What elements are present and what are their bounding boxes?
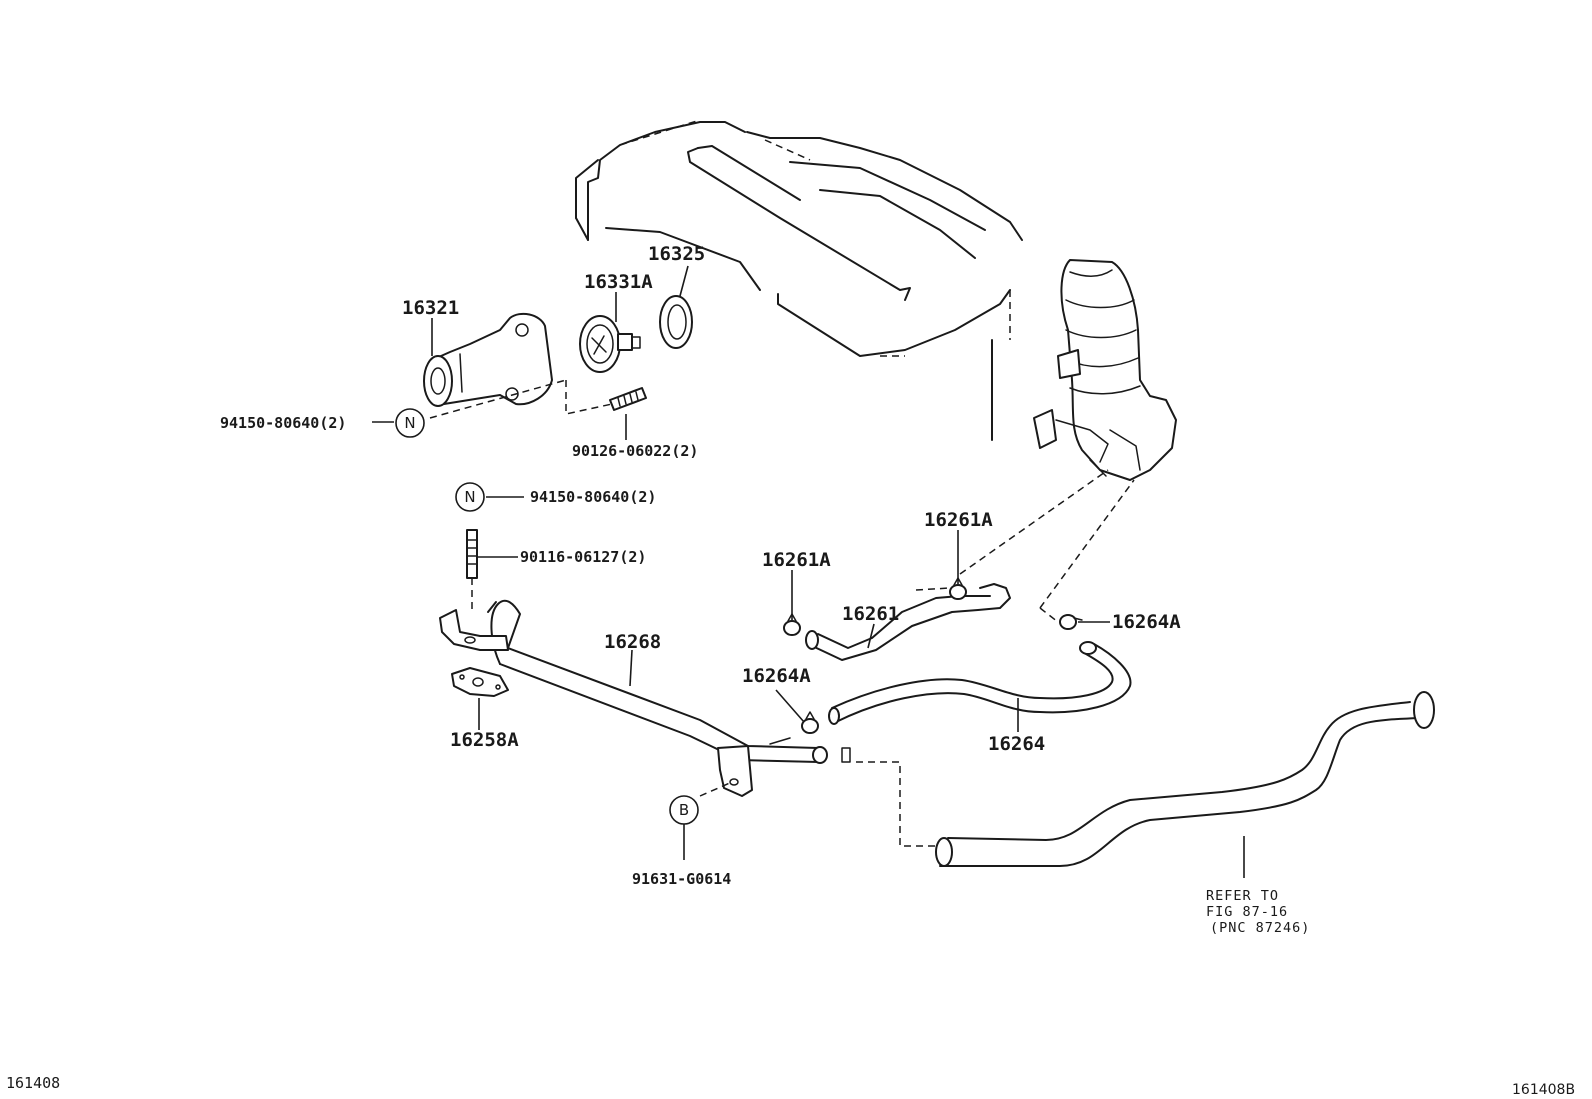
callout-n-mid: N: [455, 482, 485, 512]
gasket-16325: [659, 295, 693, 349]
callout-n-top: N: [395, 408, 425, 438]
clamp-16261A-top: [949, 577, 967, 600]
radiator-hose-ref: [935, 691, 1435, 867]
intake-throttle-body: [1033, 259, 1177, 481]
clamp-16264A-right: [1059, 614, 1083, 630]
callout-n-mid-letter: N: [464, 488, 475, 506]
reference-note: REFER TO FIG 87-16 (PNC 87246): [1206, 888, 1310, 936]
label-94150-top: 94150-80640(2): [220, 414, 346, 432]
label-16331A: 16331A: [584, 271, 653, 293]
label-94150-mid: 94150-80640(2): [530, 488, 656, 506]
label-91631: 91631-G0614: [632, 870, 731, 888]
assembly-dashed-lines: [429, 379, 1135, 847]
label-90116: 90116-06127(2): [520, 548, 646, 566]
label-16261A-top: 16261A: [924, 509, 993, 531]
label-16258A: 16258A: [450, 729, 519, 751]
label-16261A-left: 16261A: [762, 549, 831, 571]
water-pipe-16268: [439, 599, 851, 797]
label-16325: 16325: [648, 243, 705, 265]
label-16264: 16264: [988, 733, 1045, 755]
reference-note-line3: (PNC 87246): [1210, 920, 1310, 936]
label-16321: 16321: [402, 297, 459, 319]
clamp-16264A-left: [801, 711, 819, 734]
label-16264A-right: 16264A: [1112, 611, 1181, 633]
callout-n-top-letter: N: [404, 414, 415, 432]
label-90126: 90126-06022(2): [572, 442, 698, 460]
reference-note-line2: FIG 87-16: [1206, 904, 1288, 920]
thermostat-16331A: [579, 315, 641, 373]
label-16264A-left: 16264A: [742, 665, 811, 687]
stud-90116: [466, 529, 478, 579]
label-16268: 16268: [604, 631, 661, 653]
leader-lines: [372, 265, 1245, 878]
reference-note-line1: REFER TO: [1206, 888, 1279, 904]
stud-90126: [609, 387, 647, 411]
engine-block-outline: [575, 119, 1023, 441]
callout-b: B: [669, 795, 699, 825]
hose-16264: [828, 641, 1132, 725]
label-16261: 16261: [842, 603, 899, 625]
footer-left-code: 161408: [6, 1074, 60, 1092]
gasket-16258A: [451, 667, 509, 697]
hose-16261: [805, 583, 1011, 661]
water-outlet-16321: [423, 312, 553, 407]
callout-b-letter: B: [679, 801, 689, 819]
footer-right-code: 161408B: [1512, 1082, 1575, 1098]
